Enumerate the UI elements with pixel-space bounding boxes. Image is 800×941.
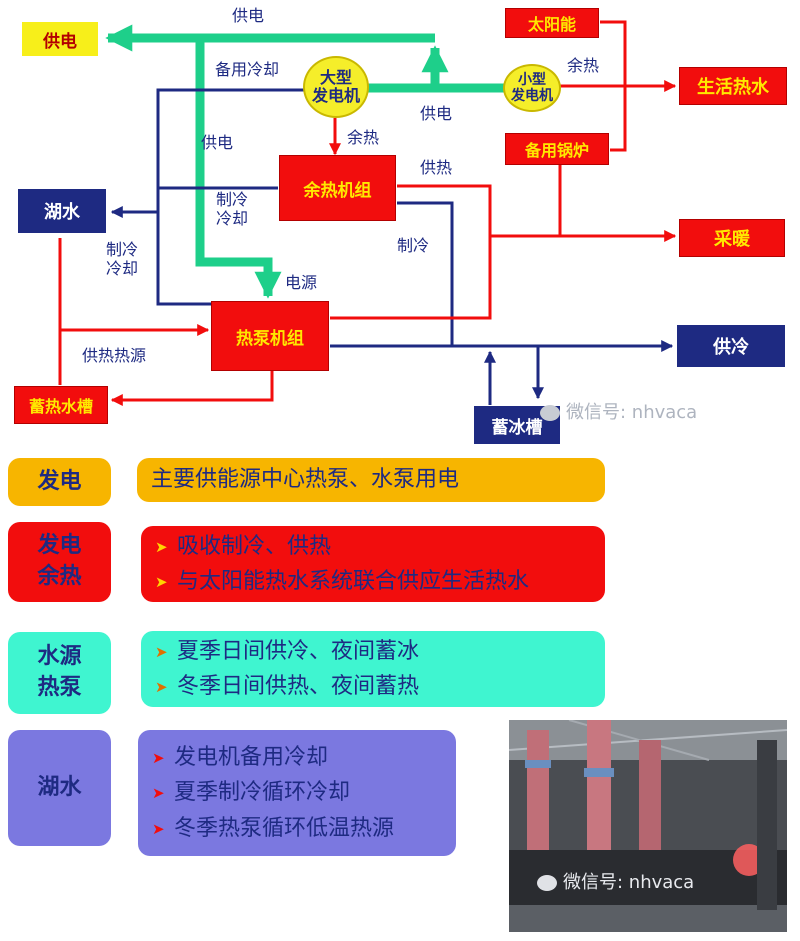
wechat-icon [537, 875, 557, 891]
label-power-mid: 供电 [420, 104, 453, 123]
heat-storage-tank-node: 蓄热水槽 [14, 386, 108, 424]
summary-item-text: 夏季日间供冷、夜间蓄冰 [177, 638, 420, 664]
lake-water-node: 湖水 [18, 189, 106, 233]
summary-panel-water-source-heat-pump: ➤ 夏季日间供冷、夜间蓄冰 ➤ 冬季日间供热、夜间蓄热 [141, 631, 605, 707]
summary-tag-water-source-heat-pump: 水源 热泵 [8, 632, 111, 714]
power-lines [105, 24, 520, 299]
arrow-bullet-icon: ➤ [152, 819, 165, 838]
heat-lines [58, 20, 677, 406]
waste-heat-unit-node: 余热机组 [279, 155, 396, 221]
summary-item-text: 与太阳能热水系统联合供应生活热水 [177, 569, 530, 594]
label-waste-heat-right: 余热 [567, 56, 600, 75]
summary-item-text: 冬季日间供热、夜间蓄热 [177, 674, 420, 699]
label-refrigeration-right: 制冷 [397, 236, 430, 255]
equipment-illustration [509, 720, 787, 932]
arrow-bullet-icon: ➤ [155, 678, 168, 696]
label-heat-source: 供热热源 [82, 346, 147, 365]
cooling-supply-node: 供冷 [677, 325, 785, 367]
label-power-left: 供电 [201, 133, 234, 152]
summary-item-text: 冬季热泵循环低温热源 [174, 815, 395, 841]
label-cooling-lake: 制冷 冷却 [106, 240, 139, 279]
heat-pump-unit-node: 热泵机组 [211, 301, 329, 371]
arrow-bullet-icon: ➤ [152, 749, 165, 768]
arrow-bullet-icon: ➤ [152, 784, 165, 803]
power-supply-node: 供电 [22, 22, 98, 56]
small-generator-node: 小型 发电机 [503, 64, 561, 112]
heating-node: 采暖 [679, 219, 785, 257]
photo-watermark: 微信号: nhvaca [537, 868, 694, 894]
domestic-hot-water-node: 生活热水 [679, 67, 787, 105]
summary-item: ➤ 冬季热泵循环低温热源 [152, 811, 442, 846]
summary-item-text: 夏季制冷循环冷却 [174, 780, 351, 806]
label-cooling-chill: 制冷 冷却 [216, 190, 249, 229]
label-power-source: 电源 [285, 273, 318, 292]
equipment-photo: 微信号: nhvaca [509, 720, 787, 932]
wechat-icon [540, 405, 560, 421]
flow-lines [58, 20, 677, 406]
summary-tag-waste-heat: 发电 余热 [8, 522, 111, 602]
summary-item: ➤ 发电机备用冷却 [152, 740, 442, 775]
summary-panel-waste-heat: ➤ 吸收制冷、供热 ➤ 与太阳能热水系统联合供应生活热水 [141, 526, 605, 602]
summary-tag-power: 发电 [8, 458, 111, 506]
summary-panel-lake-water: ➤ 发电机备用冷却 ➤ 夏季制冷循环冷却 ➤ 冬季热泵循环低温热源 [138, 730, 456, 856]
summary-panel-power: 主要供能源中心热泵、水泵用电 [137, 458, 605, 502]
label-power-top: 供电 [232, 6, 265, 25]
summary-item: ➤ 冬季日间供热、夜间蓄热 [155, 669, 591, 704]
summary-tag-lake-water: 湖水 [8, 730, 111, 846]
arrow-bullet-icon: ➤ [155, 642, 168, 661]
summary-item: ➤ 夏季日间供冷、夜间蓄冰 [155, 634, 591, 669]
solar-node: 太阳能 [505, 8, 599, 38]
diagram-watermark: 微信号: nhvaca [540, 398, 697, 424]
arrow-bullet-icon: ➤ [155, 573, 168, 591]
label-backup-cooling: 备用冷却 [215, 60, 280, 79]
label-waste-heat-down: 余热 [347, 128, 380, 147]
energy-flow-diagram: 供电 太阳能 大型 发电机 小型 发电机 备用锅炉 生活热水 余热机组 采暖 湖… [0, 0, 800, 450]
large-generator-node: 大型 发电机 [303, 56, 369, 118]
summary-item: ➤ 吸收制冷、供热 [155, 529, 591, 564]
label-heat-supply: 供热 [420, 158, 453, 177]
summary-item-text: 主要供能源中心热泵、水泵用电 [151, 467, 460, 493]
summary-item: 主要供能源中心热泵、水泵用电 [151, 462, 591, 497]
summary-item-text: 发电机备用冷却 [174, 745, 329, 771]
summary-item: ➤ 夏季制冷循环冷却 [152, 775, 442, 810]
cooling-lines [110, 88, 674, 405]
arrow-bullet-icon: ➤ [155, 537, 168, 556]
backup-boiler-node: 备用锅炉 [505, 133, 609, 165]
summary-item-text: 吸收制冷、供热 [177, 533, 332, 559]
summary-item: ➤ 与太阳能热水系统联合供应生活热水 [155, 564, 591, 599]
